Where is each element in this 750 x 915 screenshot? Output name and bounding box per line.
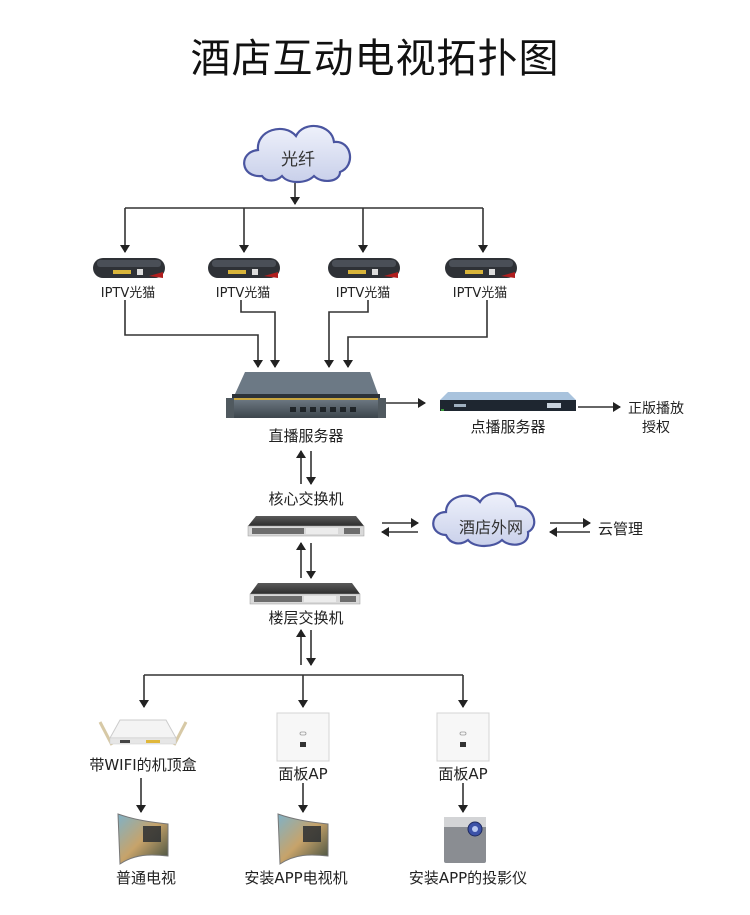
- core-switch-label: 核心交换机: [268, 490, 344, 508]
- fiber-label: 光纤: [281, 150, 315, 170]
- tv-normal-icon: [117, 813, 169, 865]
- iptv-modem-icon-2: [208, 258, 280, 278]
- edge-modem-3-to-live: [324, 300, 369, 368]
- license-label-line1: 正版播放: [628, 401, 684, 417]
- hotel-wan-cloud-icon: [432, 492, 536, 548]
- projector-label: 安装APP的投影仪: [408, 869, 528, 887]
- edge-modem-4-to-live: [343, 300, 488, 368]
- vod-server-icon: [440, 392, 576, 411]
- panel-ap-label-2: 面板AP: [438, 765, 488, 783]
- panel-ap-icon-1: [276, 712, 330, 762]
- iptv-modem-icons: [93, 258, 517, 278]
- diagram-title: 酒店互动电视拓扑图: [190, 36, 560, 82]
- modem-label-4: IPTV光猫: [452, 286, 508, 301]
- live-server-icon: [226, 372, 386, 418]
- cloud-mgmt-label: 云管理: [598, 520, 644, 538]
- stb-label: 带WIFI的机顶盒: [89, 756, 197, 774]
- edge-modem-1-to-live: [124, 300, 263, 368]
- modem-label-1: IPTV光猫: [100, 286, 156, 301]
- panel-ap-icon-2: [436, 712, 490, 762]
- tv-app-icon: [277, 813, 329, 865]
- core-switch-icon: [247, 516, 365, 537]
- iptv-modem-icon-3: [328, 258, 400, 278]
- floor-switch-icon: [249, 583, 361, 605]
- vod-server-label: 点播服务器: [470, 418, 546, 436]
- hotel-wan-label: 酒店外网: [458, 518, 523, 537]
- edge-modem-2-to-live: [240, 300, 280, 368]
- modem-label-3: IPTV光猫: [335, 286, 391, 301]
- iptv-modem-icon-4: [445, 258, 517, 278]
- tv-normal-label: 普通电视: [115, 869, 176, 887]
- live-server-label: 直播服务器: [268, 427, 344, 445]
- wifi-stb-icon: [98, 719, 188, 746]
- iptv-modem-icon-1: [93, 258, 165, 278]
- panel-ap-label-1: 面板AP: [278, 765, 328, 783]
- license-label-line2: 授权: [642, 420, 670, 436]
- floor-switch-label: 楼层交换机: [268, 609, 344, 627]
- tv-app-label: 安装APP电视机: [244, 869, 348, 887]
- modem-label-2: IPTV光猫: [215, 286, 271, 301]
- fiber-cloud-icon: [243, 124, 351, 184]
- projector-icon: [444, 817, 486, 863]
